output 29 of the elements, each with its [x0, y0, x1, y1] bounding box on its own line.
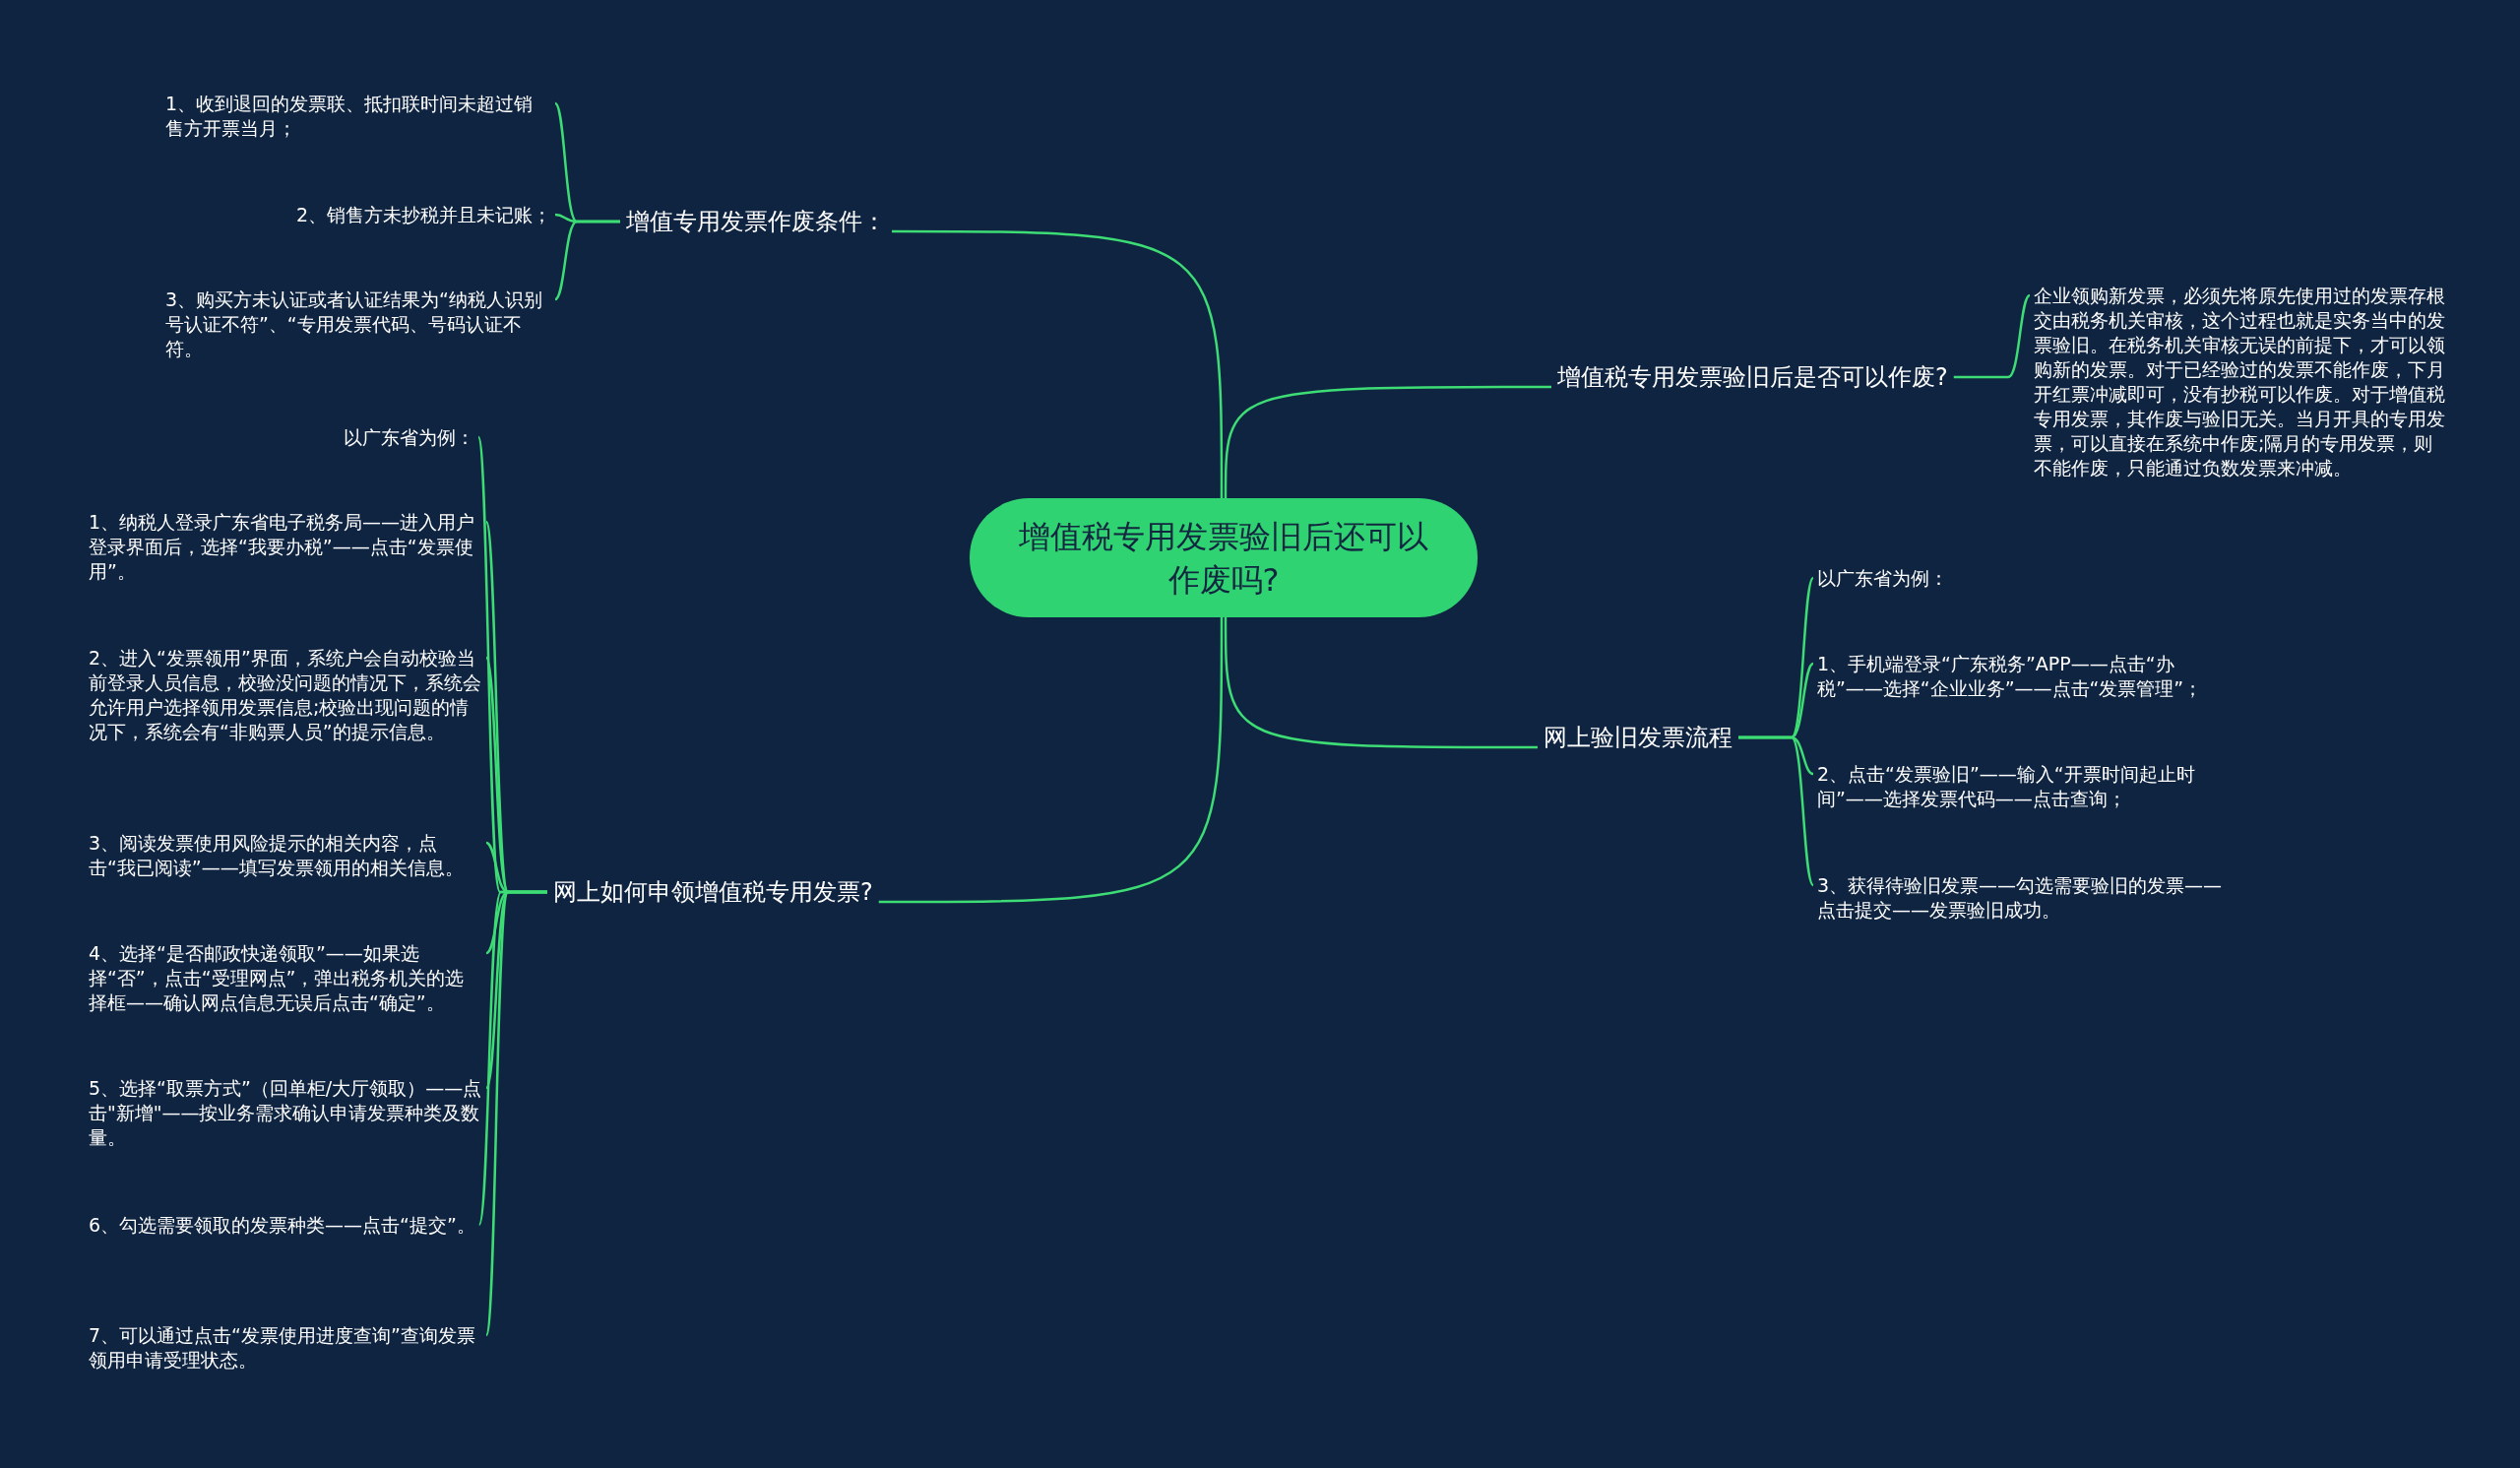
connector-line: [1224, 617, 1538, 749]
note-text: 3、购买方未认证或者认证结果为“纳税人识别号认证不符”、“专用发票代码、号码认证不符。: [165, 287, 551, 361]
note-text: 4、选择“是否邮政快递领取”——如果选择“否”，点击“受理网点”，弹出税务机关的选择框——确认网点信息无误后点击“确定”。: [89, 941, 482, 1015]
note-text: 以广东省为例：: [344, 425, 474, 450]
connector-line: [1953, 294, 2031, 379]
connector-line: [554, 220, 620, 300]
note-text: 6、勾选需要领取的发票种类——点击“提交”。: [89, 1213, 475, 1238]
connector-line: [892, 229, 1224, 498]
connector-line: [484, 890, 547, 1336]
branch-label: 增值税专用发票验旧后是否可以作废?: [1551, 358, 1954, 396]
note-text: 3、阅读发票使用风险提示的相关内容，点击“我已阅读”——填写发票领用的相关信息。: [89, 831, 482, 880]
note-text: 7、可以通过点击“发票使用进度查询”查询发票领用申请受理状态。: [89, 1323, 482, 1372]
note-text: 2、进入“发票领用”界面，系统户会自动校验当前登录人员信息，校验没问题的情况下，系统会允许用户选择领用发票信息;校验出现问题的情况下，系统会有“非购票人员”的提示信息。: [89, 646, 482, 744]
note-text: 企业领购新发票，必须先将原先使用过的发票存根交由税务机关审核，这个过程也就是实务当中的发票验旧。在税务机关审核无误的前提下，才可以领购新的发票。对于已经验过的发票不能作废，下月开红票冲减即可，没有抄税可以作废。对于增值税专用发票，其作废与验旧无关。当月开具的专用发票，可以直接在系统中作废;隔月的专用发票，则不能作废，只能通过负数发票来冲减。: [2034, 284, 2447, 480]
note-text: 3、获得待验旧发票——勾选需要验旧的发票——点击提交——发票验旧成功。: [1817, 873, 2231, 923]
note-text: 以广东省为例：: [1817, 566, 1948, 591]
branch-label: 网上验旧发票流程: [1538, 719, 1738, 756]
note-text: 1、收到退回的发票联、抵扣联时间未超过销售方开票当月；: [165, 92, 551, 141]
branch-label: 增值专用发票作废条件：: [620, 203, 892, 240]
note-text: 1、纳税人登录广东省电子税务局——进入用户登录界面后，选择“我要办税”——点击“发票使用”。: [89, 510, 482, 584]
note-text: 2、销售方未抄税并且未记账；: [295, 203, 551, 227]
connector-line: [878, 617, 1224, 904]
note-text: 5、选择“取票方式”（回单柜/大厅领取）——点击"新增"——按业务需求确认申请发票种类及数量。: [89, 1076, 482, 1150]
note-text: 1、手机端登录“广东税务”APP——点击“办税”——选择“企业业务”——点击“发票管理”；: [1817, 652, 2231, 701]
branch-label: 网上如何申领增值税专用发票?: [547, 873, 879, 911]
note-text: 2、点击“发票验旧”——输入“开票时间起止时间”——选择发票代码——点击查询；: [1817, 762, 2231, 811]
connector-line: [1224, 385, 1551, 498]
topic-pill: 增值税专用发票验旧后还可以作废吗?: [970, 498, 1478, 617]
connector-line: [1738, 735, 1814, 886]
